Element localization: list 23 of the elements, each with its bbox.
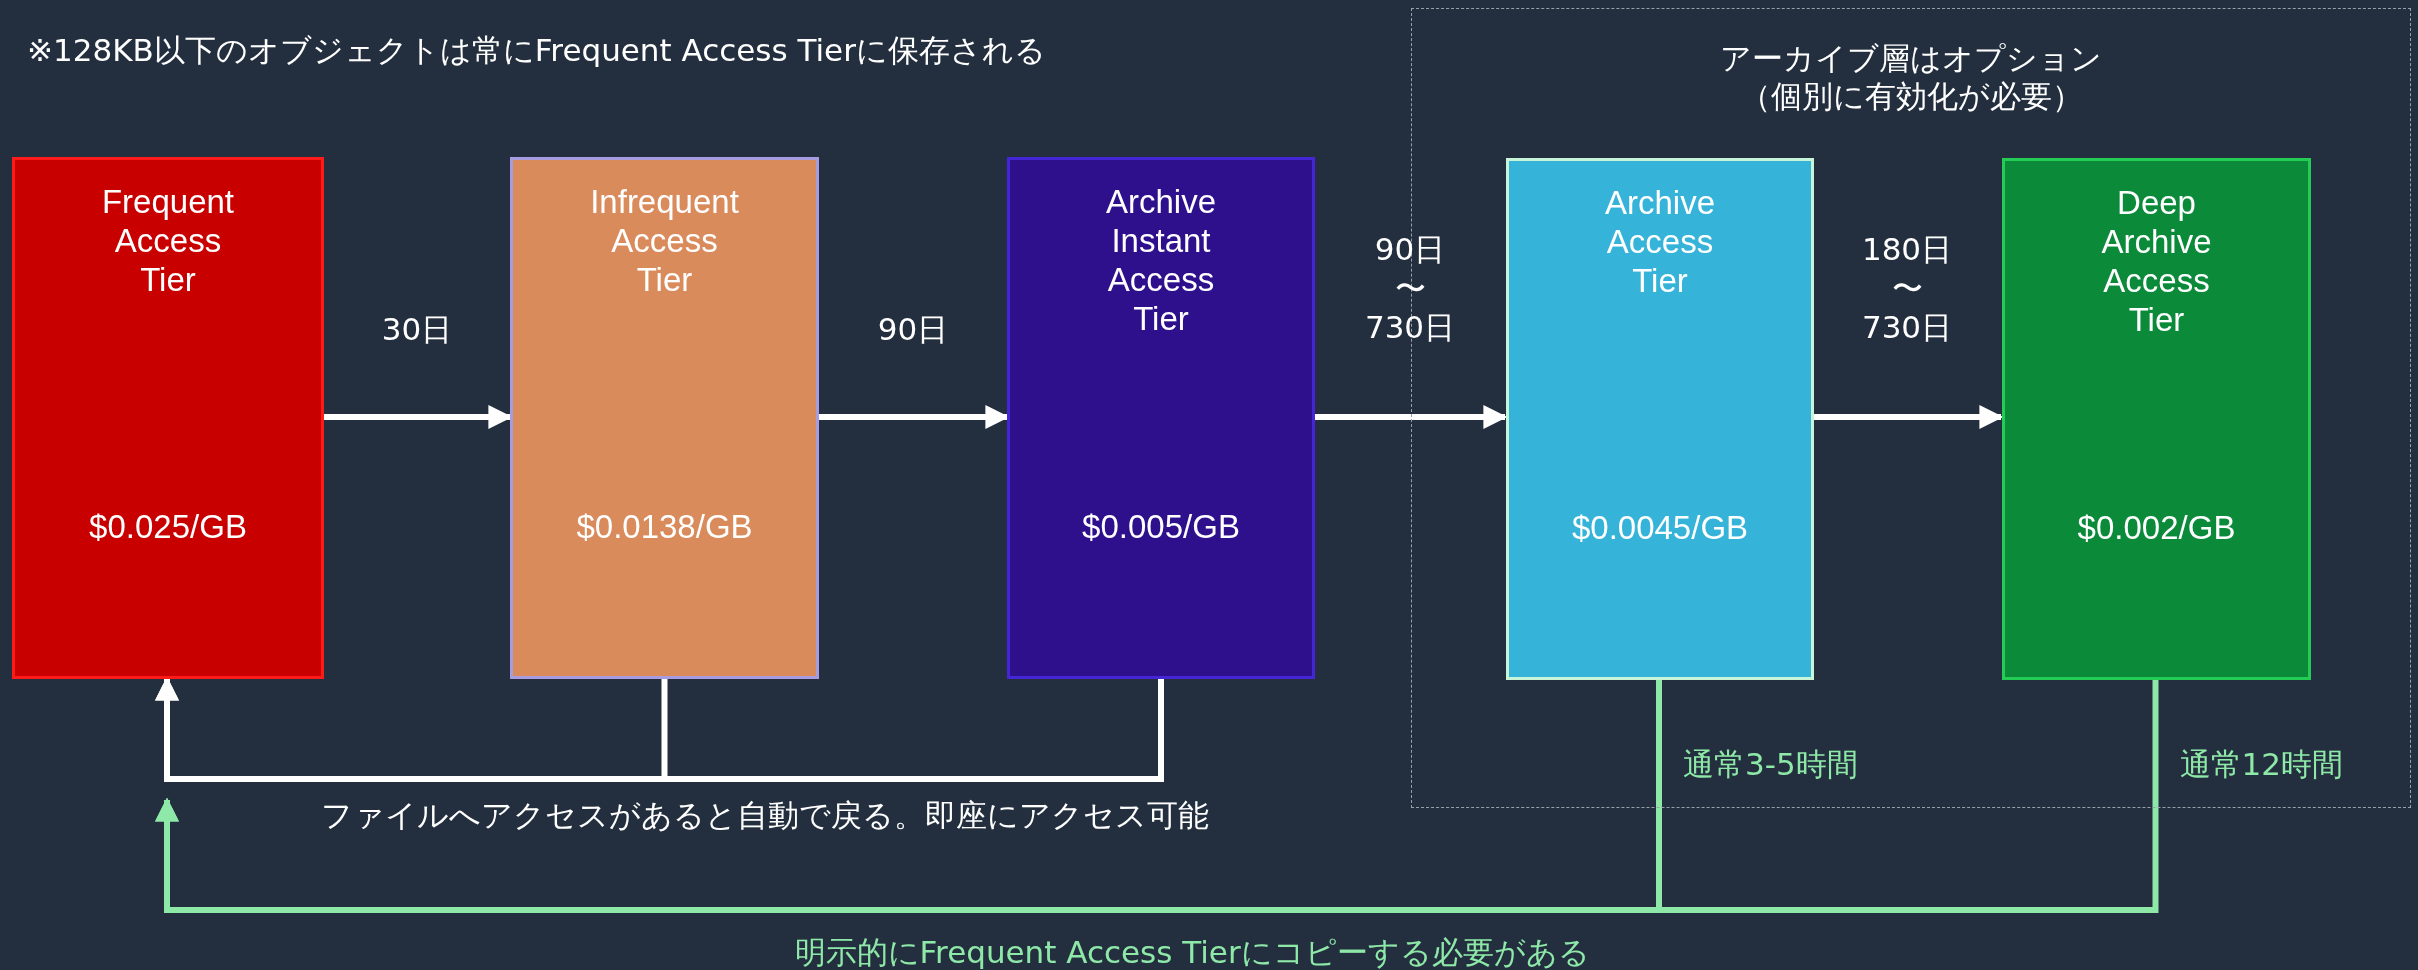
arrow [1813, 405, 2004, 429]
tier-box [510, 157, 819, 679]
edge-label: 180日〜730日 [1860, 230, 1954, 347]
tier-box [1007, 157, 1315, 679]
arrow [155, 679, 2159, 913]
arrow [1315, 405, 1508, 429]
edge-label: 90日〜730日 [1363, 230, 1457, 347]
price-text: $0.025/GB [88, 508, 248, 546]
price-text: $0.005/GB [1081, 508, 1241, 546]
tier-name: Deep Archive Access Tier [2100, 183, 2213, 339]
edge-label: 30日 [380, 310, 454, 349]
price-text: $0.0138/GB [575, 508, 754, 546]
price-text: $0.002/GB [2076, 509, 2237, 547]
tier-name: Infrequent Access Tier [589, 182, 740, 299]
tier-name: Archive Access Tier [1603, 183, 1716, 300]
tier-box [2002, 158, 2311, 680]
edge-label: 90日 [876, 310, 950, 349]
tier-box [1506, 158, 1814, 680]
tier-name: Archive Instant Access Tier [1104, 182, 1217, 338]
price-text: $0.0045/GB [1570, 509, 1750, 547]
tier-box [12, 157, 324, 679]
tier-name: Frequent Access Tier [100, 182, 236, 299]
group-heading: アーカイブ層はオプション（個別に有効化が必要） [1719, 39, 2103, 115]
